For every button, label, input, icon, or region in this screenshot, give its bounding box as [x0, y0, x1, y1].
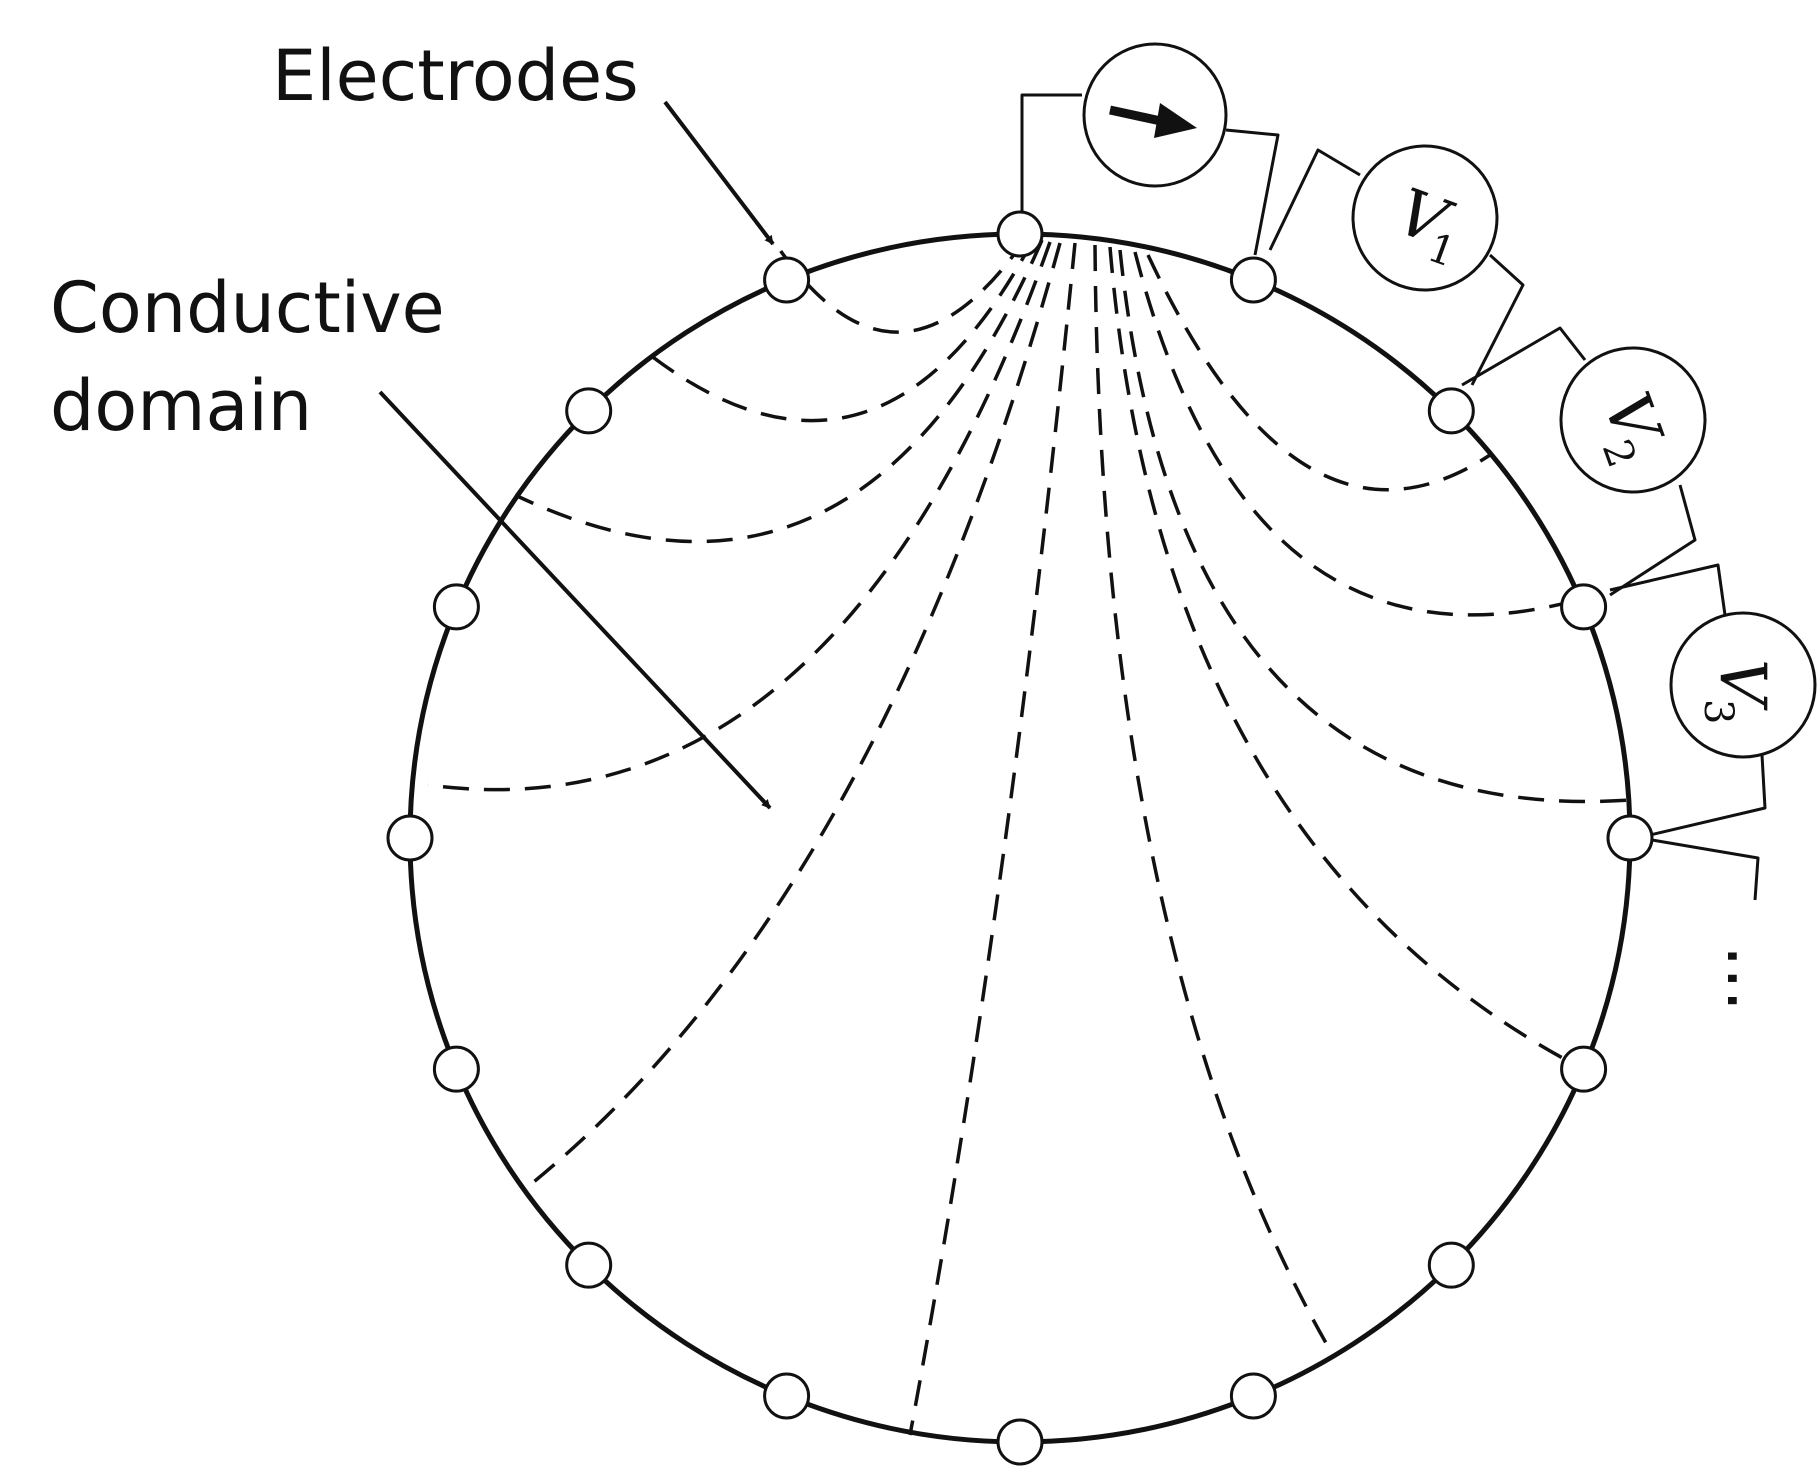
- electrode: [1427, 1241, 1475, 1289]
- electrode: [565, 1241, 613, 1289]
- electrode: [432, 1045, 480, 1093]
- field-line: [778, 237, 1028, 334]
- voltmeter-1: V 1: [1351, 144, 1499, 292]
- voltmeter-2-wire: [1461, 326, 1587, 387]
- electrode: [1427, 387, 1475, 435]
- field-line: [1133, 251, 1596, 617]
- electrode: [1560, 1045, 1608, 1093]
- electrode: [996, 210, 1044, 258]
- voltmeter-3-wire: [1609, 563, 1727, 616]
- field-line: [514, 239, 1044, 544]
- field-line: [648, 237, 1036, 423]
- field-lines: [427, 237, 1631, 1436]
- electrode: [763, 256, 811, 304]
- voltmeter-2-wire: [1609, 484, 1697, 597]
- voltmeter-3-subscript: 3: [1695, 699, 1741, 724]
- voltmeter-1-circle: [1351, 144, 1499, 292]
- electrodes: [386, 210, 1654, 1466]
- electrode: [565, 387, 613, 435]
- arrow-right-icon: [1109, 103, 1197, 138]
- voltmeter-3-symbol: V: [1705, 659, 1779, 711]
- electrode: [1560, 583, 1608, 631]
- electrodes-pointer-arrow: [663, 100, 775, 246]
- current-source: [1082, 42, 1228, 188]
- electrode: [432, 583, 480, 631]
- voltmeter-3-circle: [1669, 611, 1817, 759]
- field-line: [1108, 246, 1586, 1072]
- continuation-mark: ...: [1711, 945, 1793, 1012]
- current-source-circle: [1082, 42, 1228, 188]
- electrode: [386, 814, 434, 862]
- current-source-wire: [1020, 93, 1082, 212]
- electrode: [1229, 1372, 1277, 1420]
- field-line: [1093, 244, 1332, 1351]
- continuation-wire: [1651, 838, 1760, 901]
- field-line: [427, 241, 1052, 792]
- electrode: [1606, 814, 1654, 862]
- field-line: [528, 242, 1062, 1187]
- electrode: [1229, 256, 1277, 304]
- voltmeter-2: V 2: [1559, 346, 1707, 494]
- conductive-domain-label-line1: Conductive: [50, 267, 445, 349]
- electrode: [996, 1418, 1044, 1466]
- wiring: ...: [1020, 93, 1793, 1012]
- conductive-domain-label-line2: domain: [50, 365, 312, 447]
- field-line: [1146, 254, 1491, 492]
- current-source-wire: [1225, 128, 1280, 256]
- field-line: [908, 242, 1077, 1436]
- electrodes-label: Electrodes: [272, 35, 639, 117]
- voltmeter-2-circle: [1559, 346, 1707, 494]
- voltmeter-3: V 3: [1669, 611, 1817, 759]
- conductive-domain-pointer-arrow: [378, 390, 772, 810]
- electrode: [763, 1372, 811, 1420]
- voltmeter-1-wire: [1470, 253, 1525, 386]
- field-line: [1118, 249, 1631, 804]
- voltmeter-3-wire: [1649, 754, 1767, 837]
- voltmeter-1-wire: [1268, 148, 1361, 251]
